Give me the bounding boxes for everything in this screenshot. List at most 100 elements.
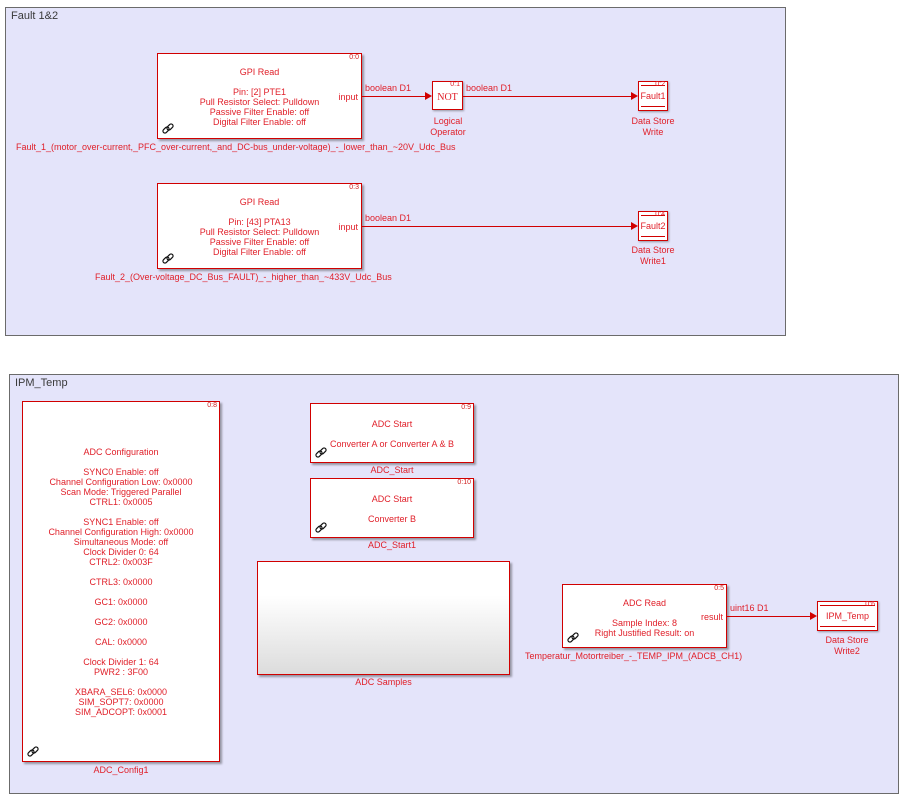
- signal-label: boolean D1: [365, 83, 412, 93]
- block-line: Clock Divider 1: 64: [83, 657, 159, 667]
- block-name: Temperatur_Motortreiber_-_TEMP_IPM_(ADCB…: [525, 651, 743, 661]
- arrow-icon: [810, 612, 817, 620]
- block-line: Channel Configuration High: 0x0000: [48, 527, 194, 537]
- block-line: Converter A or Converter A & B: [329, 439, 455, 449]
- block-index: 0:5: [714, 585, 724, 592]
- block-line: GPI Read: [239, 67, 280, 77]
- block-name-line: Write: [642, 127, 664, 137]
- block-line: Scan Mode: Triggered Parallel: [60, 487, 182, 497]
- block-index: 0:2: [655, 81, 665, 88]
- block-line: Pull Resistor Select: Pulldown: [199, 227, 320, 237]
- block-name: Data Store Write1: [622, 245, 684, 267]
- block-name-line: Logical: [433, 116, 463, 126]
- block-index: 0:6: [865, 601, 875, 608]
- signal-line[interactable]: [463, 96, 633, 97]
- block-line: SIM_SOPT7: 0x0000: [78, 697, 164, 707]
- arrow-icon: [631, 222, 638, 230]
- area-title: Fault 1&2: [11, 10, 59, 22]
- block-line: ADC Configuration: [83, 447, 159, 457]
- data-store-name: Fault2: [640, 221, 666, 231]
- library-link-icon: [27, 746, 39, 757]
- block-line-spacer: [23, 457, 219, 467]
- block-line: Digital Filter Enable: off: [213, 247, 306, 257]
- block-name-line: Data Store: [631, 116, 675, 126]
- block-line: GC2: 0x0000: [94, 617, 148, 627]
- signal-line[interactable]: [727, 616, 812, 617]
- block-line: CTRL2: 0x003F: [89, 557, 153, 567]
- block-line-spacer: [23, 607, 219, 617]
- adc-start1-block[interactable]: 0:10 ADC Start Converter B: [310, 478, 474, 538]
- output-port-label: input: [338, 92, 358, 102]
- block-line: Digital Filter Enable: off: [213, 117, 306, 127]
- block-index: 0:9: [461, 404, 471, 411]
- data-store-name: IPM_Temp: [825, 611, 869, 621]
- library-link-icon: [567, 632, 579, 643]
- block-text: ADC Start Converter B: [311, 494, 473, 524]
- output-port-label: input: [338, 222, 358, 232]
- block-line: ADC Read: [622, 598, 667, 608]
- signal-label: boolean D1: [365, 213, 412, 223]
- block-name: ADC_Start: [370, 465, 414, 475]
- block-line: Pin: [2] PTE1: [232, 87, 287, 97]
- arrow-icon: [425, 92, 432, 100]
- signal-label: uint16 D1: [730, 603, 769, 613]
- block-line: Clock Divider 0: 64: [83, 547, 159, 557]
- library-link-icon: [315, 447, 327, 458]
- block-text: ADC Start Converter A or Converter A & B: [311, 419, 473, 449]
- data-store-write-block[interactable]: 0:6 IPM_Temp: [817, 601, 878, 631]
- block-line: Pull Resistor Select: Pulldown: [199, 97, 320, 107]
- block-line: Pin: [43] PTA13: [228, 217, 291, 227]
- block-text: ADC Read Sample Index: 8 Right Justified…: [563, 598, 726, 638]
- signal-line[interactable]: [362, 96, 426, 97]
- block-name: ADC Samples: [355, 677, 412, 687]
- block-line: XBARA_SEL6: 0x0000: [74, 687, 168, 697]
- arrow-icon: [631, 92, 638, 100]
- block-index: 0:4: [655, 211, 665, 218]
- block-line-spacer: [23, 587, 219, 597]
- block-line: Converter B: [367, 514, 417, 524]
- block-name-line: Write1: [640, 256, 666, 266]
- block-text: GPI Read Pin: [2] PTE1 Pull Resistor Sel…: [158, 67, 361, 127]
- block-name: ADC_Config1: [93, 765, 149, 775]
- library-link-icon: [162, 123, 174, 134]
- block-name-line: Write2: [834, 646, 860, 656]
- block-line: Passive Filter Enable: off: [209, 237, 310, 247]
- block-line: CTRL3: 0x0000: [89, 577, 153, 587]
- area-fault[interactable]: Fault 1&2: [5, 7, 786, 336]
- block-line: GC1: 0x0000: [94, 597, 148, 607]
- gpi-read-block-1[interactable]: 0:0 GPI Read Pin: [2] PTE1 Pull Resistor…: [157, 53, 362, 139]
- block-line: Right Justified Result: on: [594, 628, 695, 638]
- block-name: Logical Operator: [422, 116, 474, 138]
- adc-read-block[interactable]: 0:5 ADC Read Sample Index: 8 Right Justi…: [562, 584, 727, 648]
- area-title: IPM_Temp: [15, 377, 68, 389]
- signal-line[interactable]: [362, 226, 633, 227]
- block-name: Fault_1_(motor_over-current,_PFC_over-cu…: [16, 142, 456, 152]
- data-store-write-block[interactable]: 0:2 Fault1: [638, 81, 668, 111]
- adc-start-block[interactable]: 0:9 ADC Start Converter A or Converter A…: [310, 403, 474, 463]
- gpi-read-block-2[interactable]: 0:3 GPI Read Pin: [43] PTA13 Pull Resist…: [157, 183, 362, 269]
- block-line: ADC Start: [371, 494, 413, 504]
- block-index: 0:1: [450, 81, 460, 88]
- block-name-line: Data Store: [825, 635, 869, 645]
- block-index: 0:0: [349, 54, 359, 61]
- library-link-icon: [162, 253, 174, 264]
- logical-operator-block[interactable]: 0:1 NOT: [432, 81, 463, 110]
- block-text: GPI Read Pin: [43] PTA13 Pull Resistor S…: [158, 197, 361, 257]
- block-line: CTRL1: 0x0005: [89, 497, 153, 507]
- block-name: ADC_Start1: [367, 540, 417, 550]
- adc-samples-subsystem[interactable]: [257, 561, 510, 675]
- block-index: 0:8: [207, 402, 217, 409]
- library-link-icon: [315, 522, 327, 533]
- signal-label: boolean D1: [466, 83, 513, 93]
- block-name: Data Store Write2: [816, 635, 878, 657]
- block-name-line: Data Store: [631, 245, 675, 255]
- data-store-write-block[interactable]: 0:4 Fault2: [638, 211, 668, 241]
- block-name: Data Store Write: [622, 116, 684, 138]
- block-line: PWR2 : 3F00: [93, 667, 149, 677]
- block-line: Channel Configuration Low: 0x0000: [49, 477, 193, 487]
- block-line: SIM_ADCOPT: 0x0001: [74, 707, 168, 717]
- block-name: Fault_2_(Over-voltage_DC_Bus_FAULT)_-_hi…: [95, 272, 392, 282]
- block-index: 0:10: [457, 479, 471, 486]
